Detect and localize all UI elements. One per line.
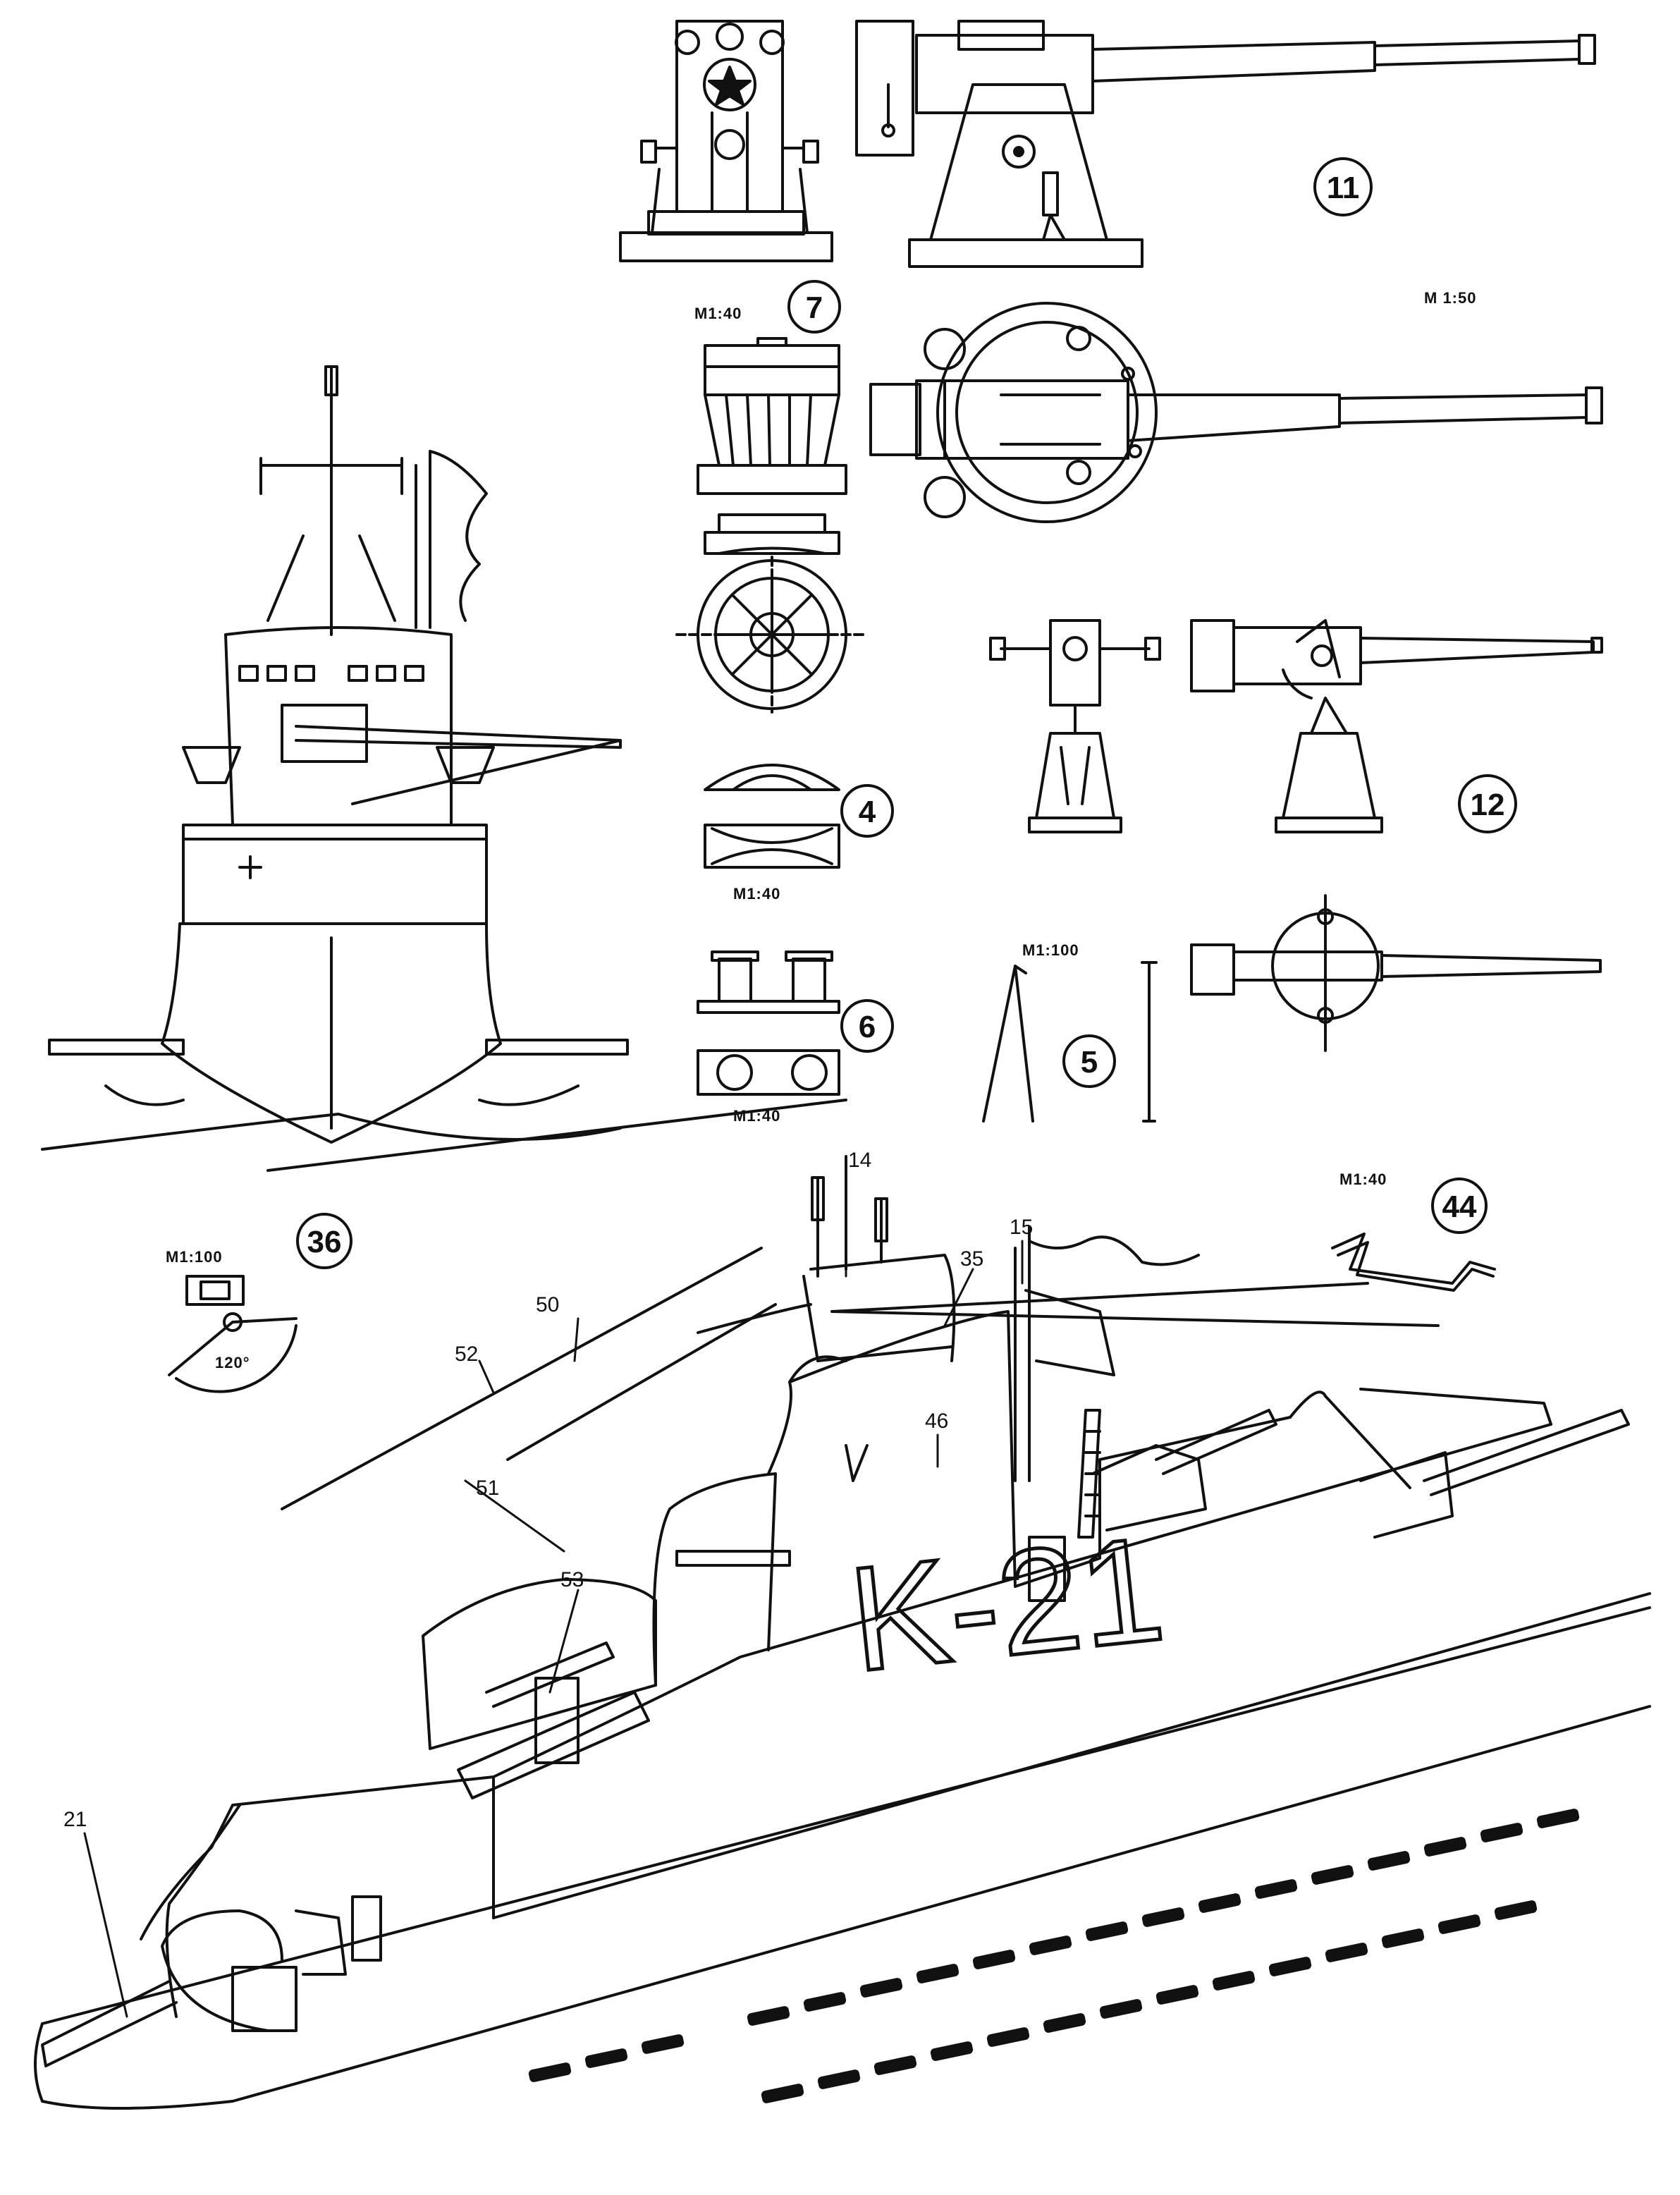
- callout-15: 15: [1010, 1216, 1033, 1239]
- svg-text:4: 4: [859, 795, 876, 829]
- submarine-k21-perspective: [34, 1099, 1651, 2110]
- part-label-11: 11: [1313, 157, 1373, 216]
- scale-label-44: M1:40: [1339, 1170, 1387, 1188]
- submarine-bow-view: [41, 365, 629, 1151]
- part-label-4: 4: [840, 784, 894, 838]
- limber-holes: [528, 1809, 1580, 2103]
- callout-53: 53: [560, 1568, 584, 1591]
- callout-50: 50: [536, 1293, 559, 1316]
- scale-label-11: M 1:50: [1424, 289, 1476, 307]
- bollard-6-views: [697, 950, 840, 1096]
- gun-12-front-view: [989, 619, 1161, 833]
- stanchion-5-views: [982, 961, 1158, 1123]
- callout-21: 21: [63, 1808, 87, 1831]
- part-label-7: 7: [787, 280, 841, 334]
- gun-11-top-view: [869, 302, 1603, 523]
- scale-label-6: M1:40: [733, 1107, 780, 1125]
- scale-label-4: M1:40: [733, 885, 780, 903]
- svg-text:6: 6: [859, 1010, 876, 1044]
- gun-11-side-view: [855, 20, 1596, 268]
- svg-text:12: 12: [1471, 788, 1505, 822]
- fitting-4-views: [704, 764, 840, 869]
- callout-52: 52: [455, 1343, 478, 1366]
- svg-text:11: 11: [1327, 171, 1360, 205]
- svg-text:7: 7: [806, 291, 823, 325]
- part-label-6: 6: [840, 999, 894, 1053]
- handle-44-view: [1331, 1233, 1496, 1292]
- scale-label-7: M1:40: [694, 305, 742, 322]
- gun-12-top-view: [1190, 894, 1602, 1052]
- part-label-5: 5: [1062, 1034, 1116, 1088]
- scale-label-5: M1:100: [1022, 941, 1079, 959]
- scale-label-36: M1:100: [166, 1248, 223, 1266]
- hull-number-marking: K-21: [842, 1505, 1171, 1703]
- sector-angle-label: 120°: [215, 1354, 250, 1371]
- part-label-44: 44: [1431, 1178, 1488, 1234]
- gun-12-side-view: [1190, 619, 1603, 833]
- gun-11-front-view: [619, 20, 833, 262]
- callout-leaders: [83, 1169, 1024, 2018]
- capstan-7-views: [675, 337, 869, 714]
- part-label-12: 12: [1458, 774, 1517, 833]
- callout-46: 46: [925, 1410, 948, 1433]
- fitting-36-views: [168, 1275, 298, 1393]
- callout-35: 35: [960, 1247, 983, 1271]
- callout-14: 14: [848, 1149, 871, 1172]
- svg-text:5: 5: [1081, 1045, 1098, 1080]
- star-emblem-icon: [708, 66, 752, 106]
- part-label-36: 36: [296, 1213, 352, 1269]
- svg-text:44: 44: [1442, 1190, 1477, 1224]
- svg-text:36: 36: [307, 1225, 342, 1259]
- callout-51: 51: [476, 1476, 499, 1500]
